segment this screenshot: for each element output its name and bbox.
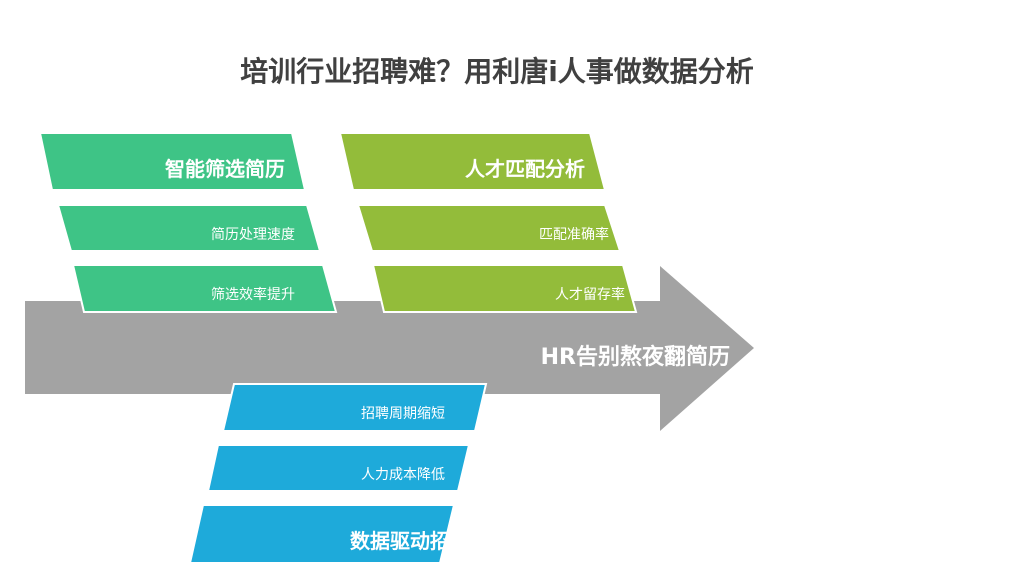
blue-group	[188, 383, 488, 564]
green-heading-shape	[38, 132, 307, 191]
green-group	[38, 132, 338, 313]
blue-item: 人力成本降低	[361, 467, 445, 483]
blue-heading: 数据驱动招聘	[350, 529, 470, 553]
green-heading: 智能筛选简历	[165, 157, 285, 181]
green-item: 筛选效率提升	[211, 286, 295, 303]
arrow-label: HR告别熬夜翻简历	[541, 344, 730, 370]
green-item-shape	[71, 264, 338, 313]
blue-heading-shape	[188, 504, 456, 564]
olive-item-shape	[356, 204, 622, 252]
olive-heading-shape	[338, 132, 607, 191]
blue-item-shape	[206, 444, 471, 492]
olive-item: 人才留存率	[555, 286, 625, 303]
blue-item: 招聘周期缩短	[361, 406, 445, 422]
green-item: 简历处理速度	[211, 226, 295, 243]
olive-heading: 人才匹配分析	[465, 157, 585, 181]
blue-item-shape	[221, 383, 488, 432]
olive-item: 匹配准确率	[539, 226, 609, 243]
page-title: 培训行业招聘难？用利唐i人事做数据分析	[240, 55, 754, 88]
olive-group	[338, 132, 638, 313]
olive-item-shape	[371, 264, 638, 313]
green-item-shape	[56, 204, 322, 252]
